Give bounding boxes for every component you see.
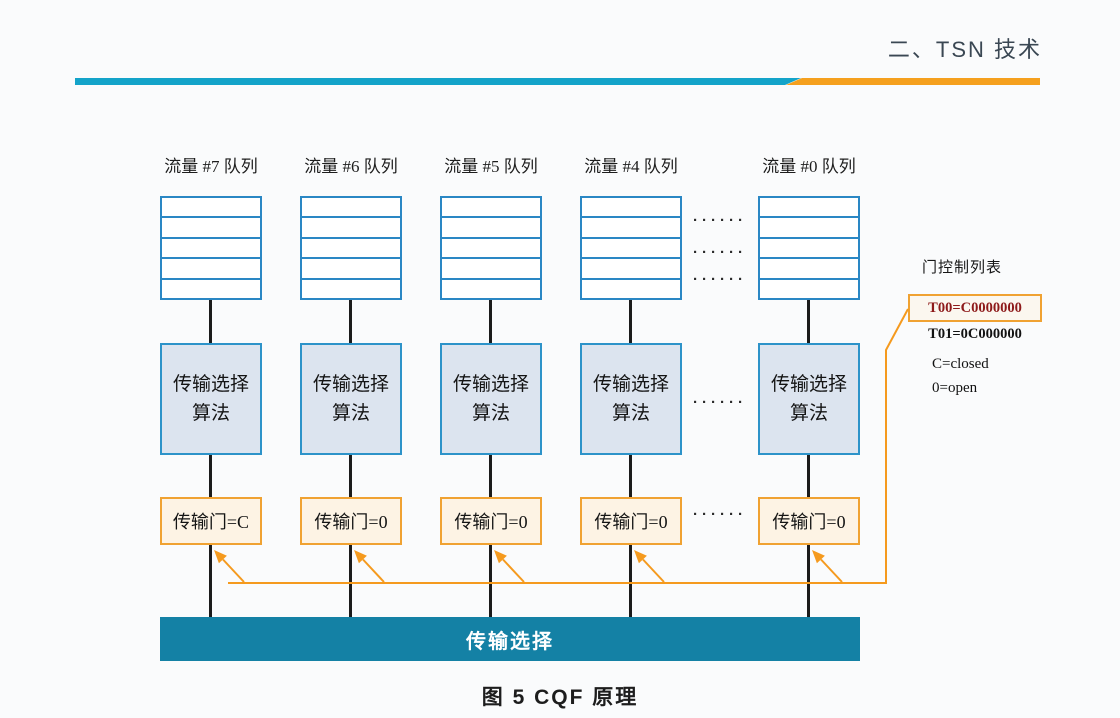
fifo-queue	[580, 196, 682, 300]
queue-slot	[302, 198, 400, 219]
ellipsis-dots: ······	[693, 212, 747, 229]
ellipsis-dots: ······	[693, 394, 747, 411]
transmission-selection-algorithm-box: 传输选择 算法	[160, 343, 262, 455]
queue-slot	[582, 198, 680, 219]
gate-control-row-next: T01=0C000000	[928, 326, 1022, 342]
ellipsis-dots: ······	[693, 271, 747, 288]
queue-slot	[162, 280, 260, 298]
legend-open: 0=open	[932, 380, 978, 396]
queue-label: 流量 #7 队列	[164, 157, 258, 176]
gate-control-list-title: 门控制列表	[922, 260, 1003, 276]
gate-control-row-current: T00=C0000000	[908, 294, 1042, 322]
queue-column-5: 流量 #5 队列 传输选择 算法 传输门=0	[440, 152, 542, 672]
connector-line	[209, 300, 212, 617]
header-divider-orange	[786, 78, 1040, 85]
queue-slot	[302, 218, 400, 239]
fifo-queue	[440, 196, 542, 300]
queue-slot	[442, 218, 540, 239]
queue-slot	[162, 259, 260, 280]
queue-slot	[582, 239, 680, 260]
ellipsis-dots: ······	[693, 506, 747, 523]
queue-label: 流量 #4 队列	[584, 157, 678, 176]
transmission-selection-algorithm-box: 传输选择 算法	[300, 343, 402, 455]
queue-slot	[442, 259, 540, 280]
transmission-selection-bar: 传输选择	[160, 617, 860, 661]
queue-slot	[582, 259, 680, 280]
transmission-gate-box: 传输门=0	[758, 497, 860, 545]
transmission-gate-box: 传输门=0	[300, 497, 402, 545]
queue-slot	[162, 198, 260, 219]
queue-slot	[760, 259, 858, 280]
transmission-selection-algorithm-box: 传输选择 算法	[758, 343, 860, 455]
transmission-gate-box: 传输门=0	[440, 497, 542, 545]
transmission-selection-algorithm-box: 传输选择 算法	[580, 343, 682, 455]
queue-column-7: 流量 #7 队列 传输选择 算法 传输门=C	[160, 152, 262, 672]
fifo-queue	[758, 196, 860, 300]
queue-slot	[442, 239, 540, 260]
queue-slot	[302, 259, 400, 280]
queue-column-6: 流量 #6 队列 传输选择 算法 传输门=0	[300, 152, 402, 672]
queue-column-0: 流量 #0 队列 传输选择 算法 传输门=0	[758, 152, 860, 672]
fifo-queue	[300, 196, 402, 300]
queue-label: 流量 #5 队列	[444, 157, 538, 176]
header-divider-teal	[75, 78, 801, 85]
transmission-selection-algorithm-box: 传输选择 算法	[440, 343, 542, 455]
queue-slot	[760, 239, 858, 260]
queue-slot	[162, 239, 260, 260]
queue-label: 流量 #6 队列	[304, 157, 398, 176]
transmission-gate-box: 传输门=C	[160, 497, 262, 545]
queue-slot	[442, 280, 540, 298]
queue-slot	[760, 198, 858, 219]
queue-label: 流量 #0 队列	[762, 157, 856, 176]
ellipsis-dots: ······	[693, 244, 747, 261]
queue-slot	[302, 239, 400, 260]
queue-slot	[760, 280, 858, 298]
queue-slot	[582, 280, 680, 298]
page-title: 二、TSN 技术	[887, 37, 1042, 62]
header-divider	[75, 78, 1040, 85]
fifo-queue	[160, 196, 262, 300]
legend-closed: C=closed	[932, 356, 989, 372]
queue-slot	[302, 280, 400, 298]
queue-slot	[582, 218, 680, 239]
queue-slot	[162, 218, 260, 239]
transmission-gate-box: 传输门=0	[580, 497, 682, 545]
figure-caption: 图 5 CQF 原理	[481, 686, 639, 709]
queue-slot	[760, 218, 858, 239]
queue-column-4: 流量 #4 队列 传输选择 算法 传输门=0	[580, 152, 682, 672]
queue-slot	[442, 198, 540, 219]
